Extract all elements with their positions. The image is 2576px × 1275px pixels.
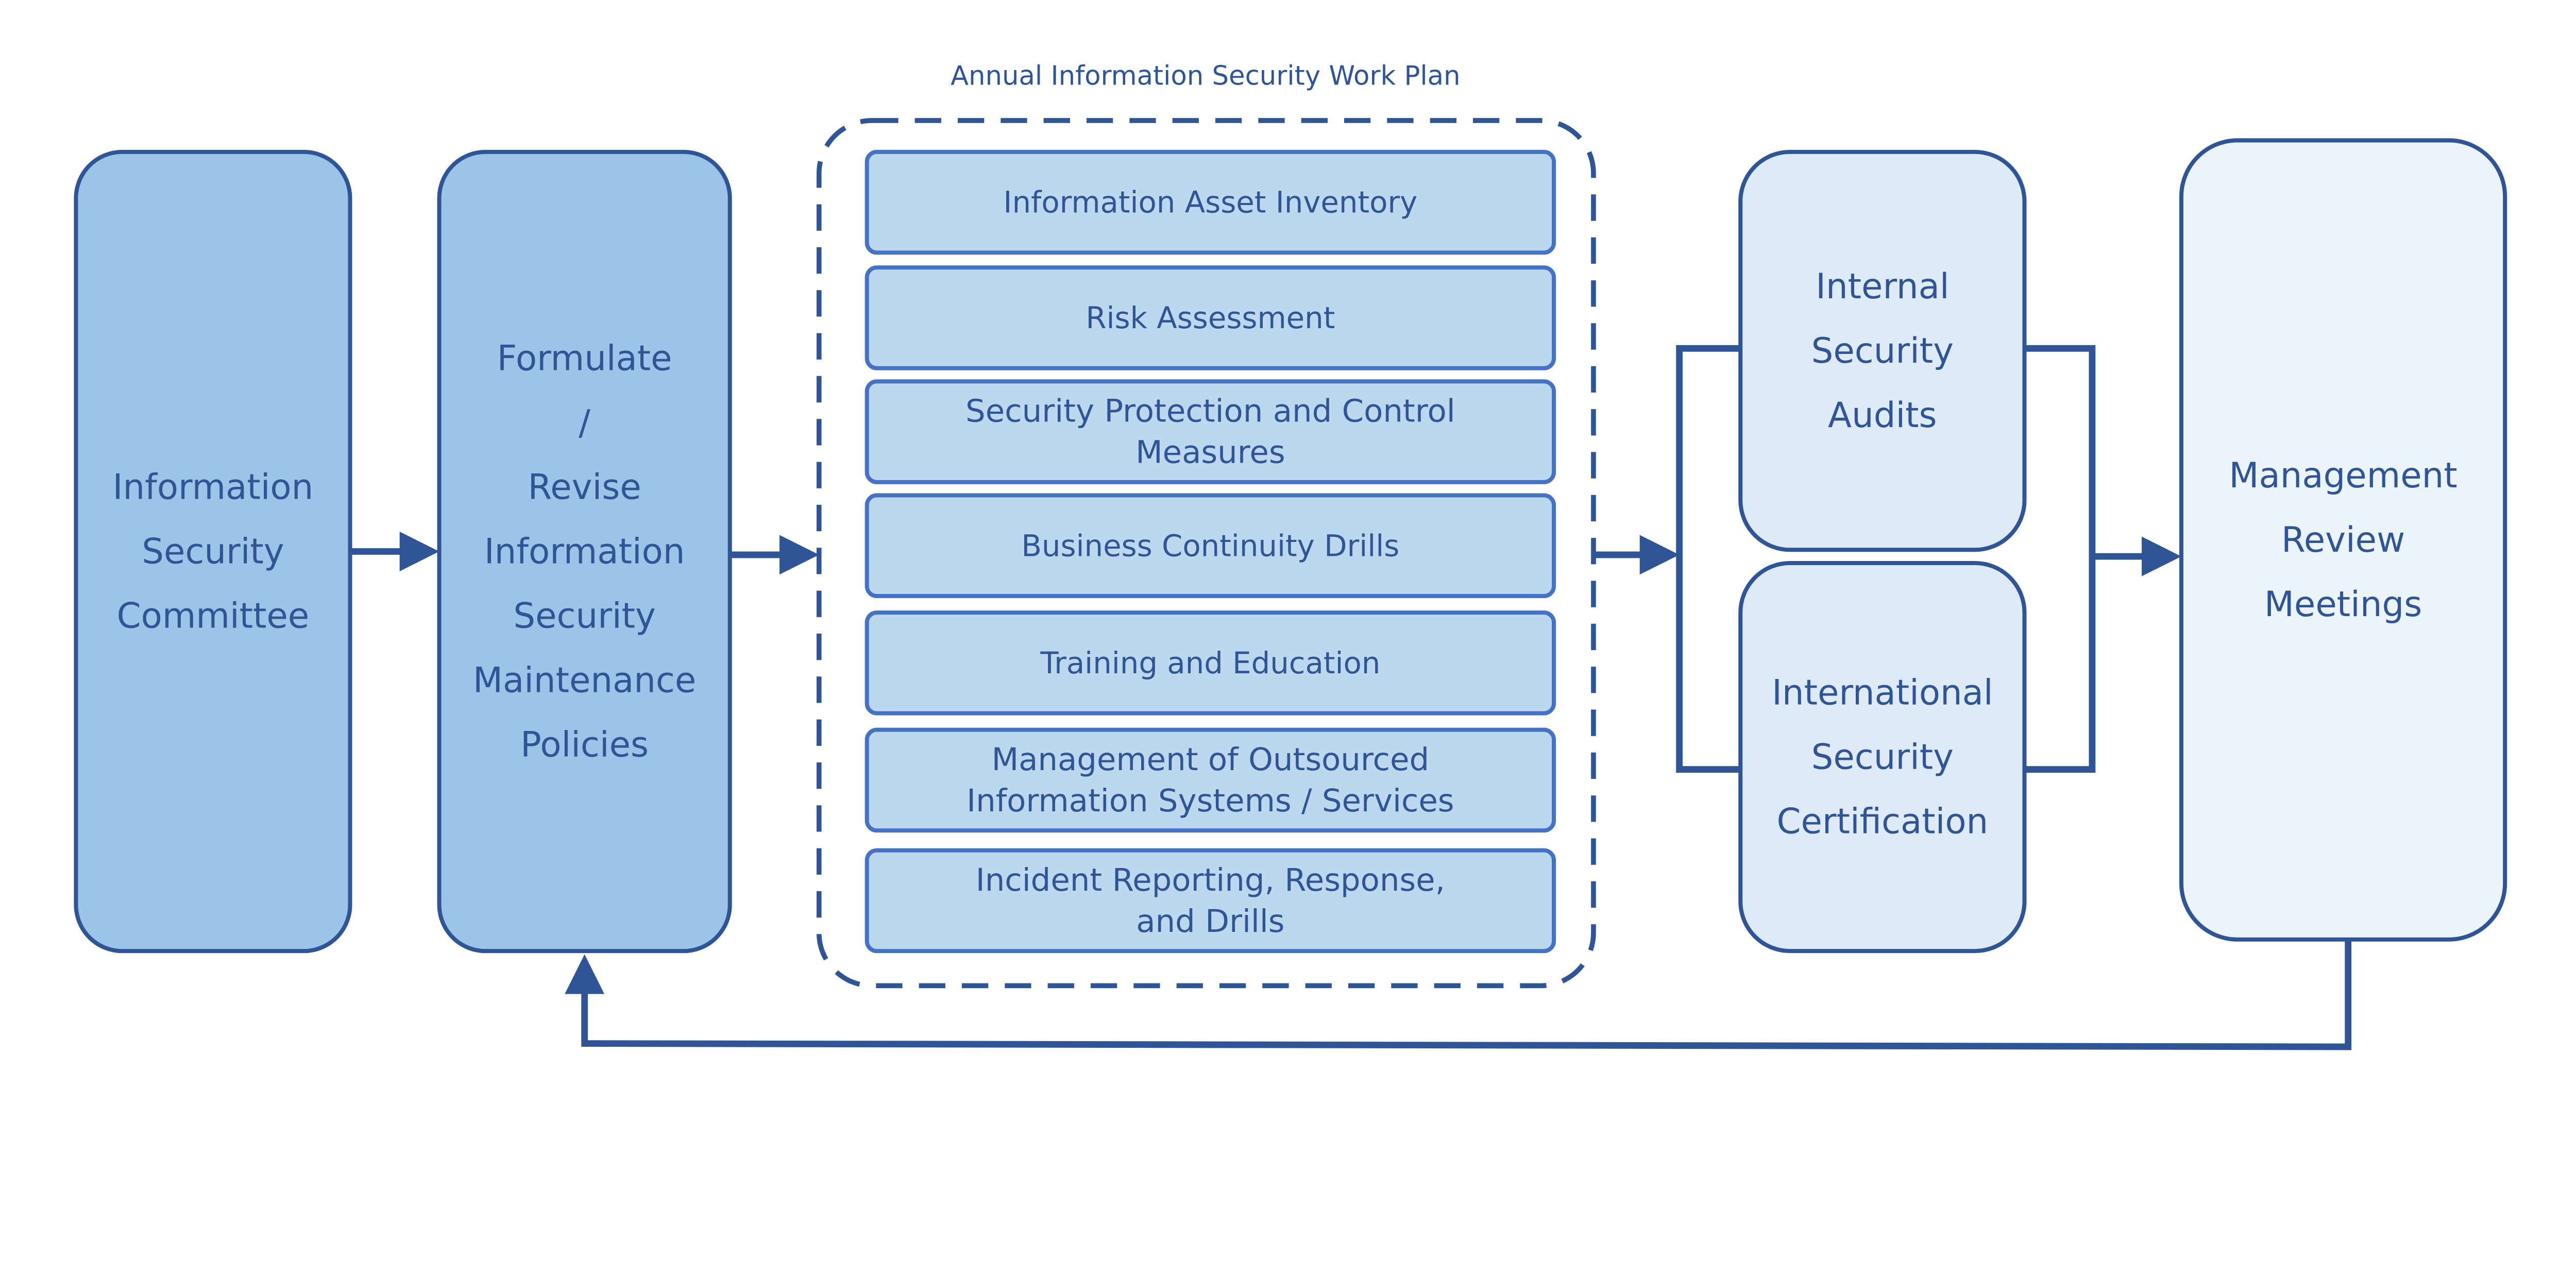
certification-box-label: International — [1772, 673, 1993, 713]
work-plan-item-label: Measures — [1136, 434, 1285, 471]
review-box-label: Review — [2281, 520, 2405, 560]
work-plan-title: Annual Information Security Work Plan — [951, 60, 1461, 91]
work-plan-item-label: Training and Education — [1040, 645, 1380, 681]
work-plan-item-shape — [865, 610, 1556, 716]
work-plan-item: Risk Assessment — [865, 265, 1556, 370]
audits-box-label: Audits — [1828, 395, 1937, 435]
policies-box-label: Formulate — [497, 338, 672, 379]
work-plan-item-shape — [865, 265, 1556, 370]
policies-box-label: Maintenance — [473, 660, 696, 701]
work-plan-item-label: Information Systems / Services — [967, 783, 1454, 819]
certification-box-shape — [1738, 560, 2027, 954]
audits-box-shape — [1738, 149, 2027, 552]
committee-box-label: Committee — [117, 596, 310, 636]
connectors — [350, 345, 2352, 1050]
audits-box-label: Internal — [1816, 266, 1949, 307]
work-plan-item-label: Risk Assessment — [1086, 300, 1335, 335]
work-plan-item: Training and Education — [865, 610, 1556, 716]
committee-box-shape — [74, 149, 352, 954]
nodes: InformationSecurityCommitteeFormulate/Re… — [74, 60, 2507, 989]
review-box-label: Meetings — [2264, 584, 2422, 624]
work-plan-group — [816, 118, 1596, 989]
policies-box-label: / — [579, 403, 590, 443]
work-plan-item-shape — [865, 149, 1556, 255]
work-plan-group-shape — [816, 118, 1596, 989]
policies-box-label: Policies — [520, 725, 649, 765]
certification-box-label: Security — [1811, 737, 1954, 777]
flow-diagram: InformationSecurityCommitteeFormulate/Re… — [74, 60, 2507, 1050]
review-box-label: Management — [2229, 455, 2457, 496]
review-box-shape — [2179, 138, 2507, 942]
policies-box-shape — [437, 149, 732, 954]
work-plan-item: Information Asset Inventory — [865, 149, 1556, 255]
work-plan-item-label: Management of Outsourced — [992, 741, 1430, 778]
committee-box-label: Security — [142, 532, 284, 572]
policies-box: Formulate / ReviseInformationSecurityMaint… — [437, 149, 732, 954]
work-plan-item-label: Incident Reporting, Response, — [976, 862, 1445, 898]
work-plan-item-label: Security Protection and Control — [965, 393, 1455, 430]
work-plan-item-shape — [865, 493, 1556, 599]
audits-box-label: Security — [1811, 331, 1954, 371]
work-plan-item-label: and Drills — [1136, 903, 1284, 940]
work-plan-item-shape — [865, 727, 1556, 833]
work-plan-item-label: Information Asset Inventory — [1003, 185, 1417, 220]
work-plan-item: Incident Reporting, Response, and Drills — [865, 848, 1556, 954]
certification-box-label: Certification — [1776, 802, 1988, 842]
work-plan-item-shape — [865, 379, 1556, 484]
committee-box-label: Information — [113, 467, 314, 507]
policies-box-label: Security — [513, 596, 655, 636]
policies-box-label: Information — [484, 532, 685, 572]
bracket-right — [2024, 345, 2096, 773]
work-plan-item-shape — [865, 848, 1556, 954]
feedback-arrow — [565, 939, 2352, 1050]
policies-box-label: Revise — [528, 467, 641, 507]
work-plan-item: Business Continuity Drills — [865, 493, 1556, 599]
bracket-left — [1676, 345, 1741, 773]
work-plan-item-label: Business Continuity Drills — [1021, 528, 1399, 563]
